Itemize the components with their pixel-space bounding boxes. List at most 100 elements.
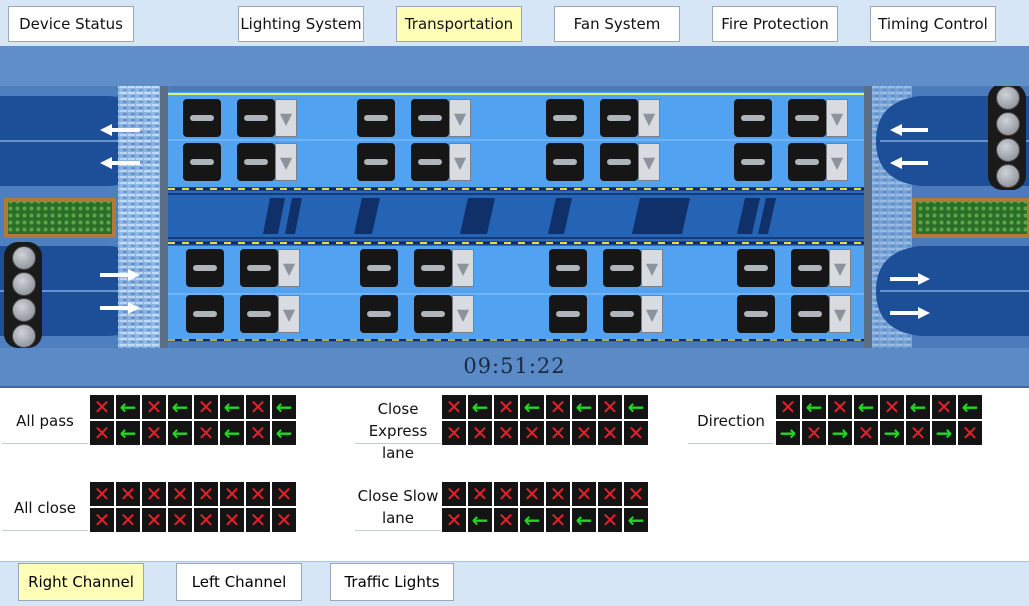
fan-unit[interactable] [414, 249, 452, 287]
dropdown-arrow-icon[interactable]: ▼ [641, 295, 663, 333]
fan-unit[interactable] [603, 249, 641, 287]
cross-icon: ✕ [442, 421, 466, 445]
dropdown-arrow-icon[interactable]: ▼ [278, 295, 300, 333]
dropdown-arrow-icon[interactable]: ▼ [641, 249, 663, 287]
fan-unit[interactable] [791, 295, 829, 333]
signal-grid-direction[interactable]: ✕←✕←✕←✕←→✕→✕→✕→✕ [776, 395, 982, 445]
cross-icon: ✕ [468, 421, 492, 445]
fan-unit[interactable] [240, 249, 278, 287]
traffic-light-lamp[interactable] [996, 164, 1020, 188]
fan-unit[interactable] [183, 99, 221, 137]
cross-icon: ✕ [494, 421, 518, 445]
tab-fire-protection[interactable]: Fire Protection [712, 6, 838, 42]
dropdown-arrow-icon[interactable]: ▼ [638, 143, 660, 181]
dropdown-arrow-icon[interactable]: ▼ [638, 99, 660, 137]
tab-traffic-lights[interactable]: Traffic Lights [330, 563, 454, 601]
traffic-light-lamp[interactable] [12, 272, 36, 296]
lane-control-panel: All pass ✕←✕←✕←✕←✕←✕←✕←✕← Close Express … [0, 388, 1029, 560]
fan-unit[interactable] [600, 143, 638, 181]
dropdown-arrow-icon[interactable]: ▼ [449, 99, 471, 137]
cross-icon: ✕ [142, 482, 166, 506]
signal-grid-all-pass[interactable]: ✕←✕←✕←✕←✕←✕←✕←✕← [90, 395, 296, 445]
traffic-light-lamp[interactable] [12, 324, 36, 348]
fan-unit[interactable] [788, 99, 826, 137]
cross-icon: ✕ [776, 395, 800, 419]
dropdown-arrow-icon[interactable]: ▼ [278, 249, 300, 287]
fan-unit[interactable] [549, 295, 587, 333]
fan-unit[interactable] [411, 143, 449, 181]
tab-lighting-system[interactable]: Lighting System [238, 6, 364, 42]
fan-unit[interactable] [186, 249, 224, 287]
tab-device-status[interactable]: Device Status [8, 6, 134, 42]
fan-unit[interactable] [186, 295, 224, 333]
fan-unit[interactable] [734, 143, 772, 181]
fan-unit[interactable] [737, 295, 775, 333]
mode-label-close-express-lane[interactable]: Close Express lane [355, 398, 441, 462]
cross-icon: ✕ [494, 482, 518, 506]
mode-label-all-close[interactable]: All close [2, 483, 88, 531]
dropdown-arrow-icon[interactable]: ▼ [275, 99, 297, 137]
fan-unit[interactable] [237, 143, 275, 181]
fan-unit[interactable] [603, 295, 641, 333]
arrow-left-icon: ← [116, 421, 140, 445]
signal-grid-close-express-lane[interactable]: ✕←✕←✕←✕←✕✕✕✕✕✕✕✕ [442, 395, 648, 445]
fan-unit[interactable] [357, 143, 395, 181]
dropdown-arrow-icon[interactable]: ▼ [452, 249, 474, 287]
cross-icon: ✕ [598, 395, 622, 419]
tab-fan-system[interactable]: Fan System [554, 6, 680, 42]
cross-icon: ✕ [442, 395, 466, 419]
signal-grid-close-slow-lane[interactable]: ✕✕✕✕✕✕✕✕✕←✕←✕←✕← [442, 482, 648, 532]
tab-right-channel[interactable]: Right Channel [18, 563, 144, 601]
fan-unit[interactable] [360, 249, 398, 287]
cross-icon: ✕ [142, 395, 166, 419]
dropdown-arrow-icon[interactable]: ▼ [449, 143, 471, 181]
arrow-right-icon: → [932, 421, 956, 445]
fan-unit[interactable] [237, 99, 275, 137]
fan-unit[interactable] [240, 295, 278, 333]
signal-grid-all-close[interactable]: ✕✕✕✕✕✕✕✕✕✕✕✕✕✕✕✕ [90, 482, 296, 532]
cross-icon: ✕ [598, 508, 622, 532]
traffic-light-lamp[interactable] [996, 138, 1020, 162]
arrow-left-icon: ← [468, 508, 492, 532]
dropdown-arrow-icon[interactable]: ▼ [829, 295, 851, 333]
traffic-light-lamp[interactable] [996, 86, 1020, 110]
mode-label-direction[interactable]: Direction [688, 396, 774, 444]
fan-unit[interactable] [788, 143, 826, 181]
dropdown-arrow-icon[interactable]: ▼ [826, 99, 848, 137]
cross-icon: ✕ [880, 395, 904, 419]
fan-unit[interactable] [546, 99, 584, 137]
arrow-right-icon: → [880, 421, 904, 445]
cross-icon: ✕ [906, 421, 930, 445]
traffic-light-lamp[interactable] [12, 298, 36, 322]
fan-unit[interactable] [734, 99, 772, 137]
dropdown-arrow-icon[interactable]: ▼ [275, 143, 297, 181]
cross-icon: ✕ [520, 421, 544, 445]
fan-unit[interactable] [737, 249, 775, 287]
fan-unit[interactable] [791, 249, 829, 287]
fan-unit[interactable] [183, 143, 221, 181]
traffic-light-lamp[interactable] [12, 246, 36, 270]
fan-unit[interactable] [360, 295, 398, 333]
clock-display: 09:51:22 [463, 354, 566, 378]
header-band [0, 46, 1029, 86]
tab-timing-control[interactable]: Timing Control [870, 6, 996, 42]
cross-icon: ✕ [90, 421, 114, 445]
dropdown-arrow-icon[interactable]: ▼ [826, 143, 848, 181]
mode-label-all-pass[interactable]: All pass [2, 396, 88, 444]
dropdown-arrow-icon[interactable]: ▼ [452, 295, 474, 333]
mode-label-close-slow-lane[interactable]: Close Slow lane [355, 485, 441, 531]
cross-icon: ✕ [116, 482, 140, 506]
cross-icon: ✕ [546, 508, 570, 532]
fan-unit[interactable] [357, 99, 395, 137]
fan-unit[interactable] [411, 99, 449, 137]
tab-left-channel[interactable]: Left Channel [176, 563, 302, 601]
fan-unit[interactable] [546, 143, 584, 181]
dropdown-arrow-icon[interactable]: ▼ [829, 249, 851, 287]
tab-transportation[interactable]: Transportation [396, 6, 522, 42]
traffic-light-lamp[interactable] [996, 112, 1020, 136]
fan-unit[interactable] [600, 99, 638, 137]
fan-unit[interactable] [414, 295, 452, 333]
fan-unit[interactable] [549, 249, 587, 287]
cross-icon: ✕ [272, 482, 296, 506]
cross-icon: ✕ [220, 508, 244, 532]
